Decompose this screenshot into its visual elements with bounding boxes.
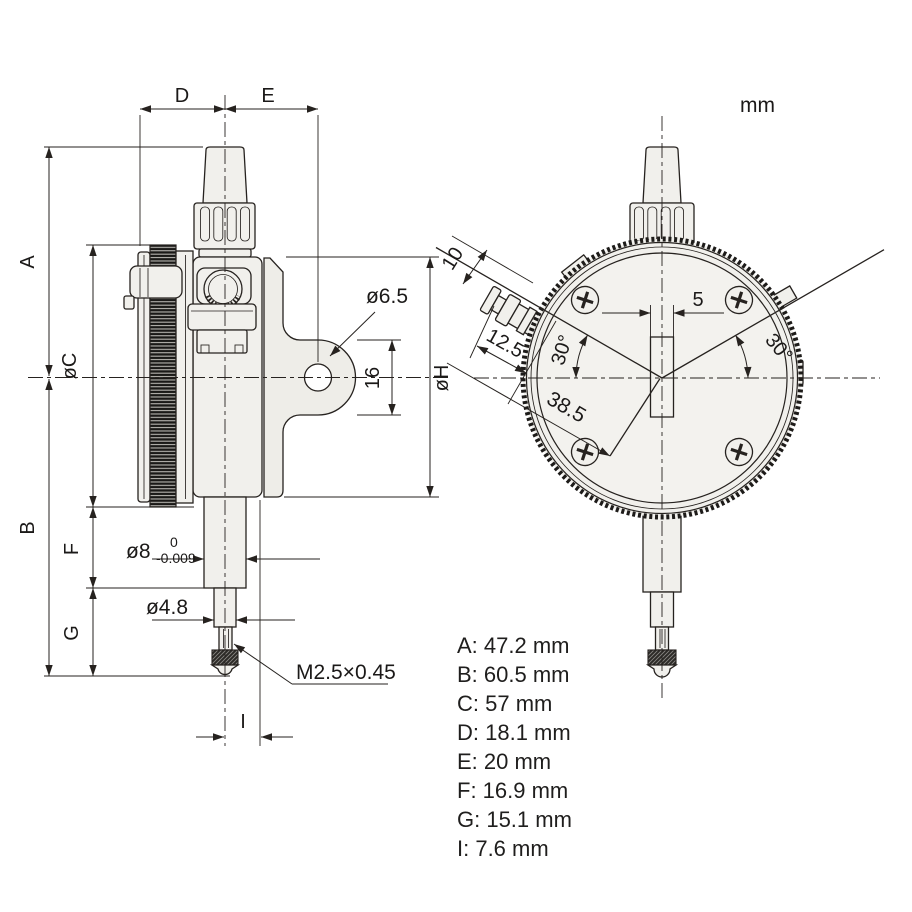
- dim-label-d: D: [175, 85, 189, 107]
- legend-item-f: F: 16.9 mm: [457, 778, 568, 803]
- side-knob-flute: [200, 206, 210, 242]
- dim-label-b: B: [17, 521, 39, 534]
- lift-knob-knurl: [204, 294, 242, 309]
- legend-item-d: D: 18.1 mm: [457, 720, 571, 745]
- dim-label-dia-4-8: ø4.8: [146, 596, 188, 619]
- front-view: 10 12.5 38.5 5 30° 30°: [435, 116, 885, 700]
- dim-label-g: G: [61, 625, 83, 641]
- slide-clamp: [187, 303, 257, 331]
- dia-8-tolerance-upper: 0: [170, 534, 178, 550]
- dim-label-f: F: [61, 543, 83, 555]
- legend-item-a: A: 47.2 mm: [457, 633, 569, 658]
- dim-label-c: øC: [59, 353, 81, 380]
- side-knob-flute: [226, 206, 237, 242]
- thread-label: M2.5×0.45: [296, 661, 396, 684]
- slide-bracket: [196, 329, 248, 354]
- dia-8-tolerance-lower: -0.009: [156, 550, 196, 566]
- side-knob-flute: [213, 206, 224, 242]
- side-cap: [202, 146, 248, 204]
- legend-item-c: C: 57 mm: [457, 691, 552, 716]
- side-view: D E A øC B F G 16 øH I ø6.5 ø8 0 -0.009 …: [17, 85, 453, 746]
- legend-item-e: E: 20 mm: [457, 749, 551, 774]
- dim-label-dia-8: ø8: [126, 540, 151, 563]
- bezel-clamp-screw: [123, 295, 135, 310]
- radius-line: [609, 378, 661, 457]
- dim-label-16: 16: [362, 367, 384, 389]
- bezel-clamp: [129, 265, 183, 299]
- legend-item-g: G: 15.1 mm: [457, 807, 572, 832]
- side-fluted-knob: [193, 202, 256, 250]
- bezel-screw: [724, 437, 754, 467]
- dim-label-dia-h: øH: [431, 365, 453, 392]
- bracket-notch: [200, 344, 210, 354]
- dim-label-e: E: [261, 85, 274, 107]
- dimension-legend: A: 47.2 mm B: 60.5 mm C: 57 mm D: 18.1 m…: [457, 633, 572, 861]
- legend-item-i: I: 7.6 mm: [457, 836, 549, 861]
- bezel-screw: [724, 285, 754, 315]
- side-thread-screw: [218, 626, 233, 651]
- bezel-screw: [570, 285, 600, 315]
- dim-label-i: I: [240, 711, 246, 733]
- unit-label: mm: [740, 94, 775, 117]
- dim-label-dia-6-5: ø6.5: [366, 285, 408, 308]
- dim-label-a: A: [17, 255, 39, 269]
- diagonal-right: [661, 249, 885, 379]
- legend-item-b: B: 60.5 mm: [457, 662, 569, 687]
- dim-label-5: 5: [692, 289, 703, 311]
- side-knob-flute: [240, 206, 250, 242]
- bracket-notch: [234, 344, 244, 354]
- dim-label-10: 10: [438, 244, 468, 275]
